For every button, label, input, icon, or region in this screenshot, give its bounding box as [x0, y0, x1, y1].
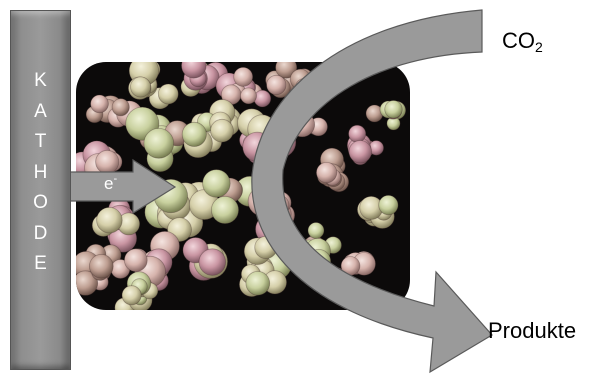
cell-bubble: [241, 88, 257, 104]
cathode-letter: H: [34, 158, 48, 189]
cell-bubble: [316, 162, 336, 182]
cathode-letter: O: [33, 188, 48, 219]
cathode-letter: T: [35, 127, 47, 158]
cell-bubble: [112, 99, 129, 116]
cell-bubble: [234, 67, 253, 86]
cell-bubble: [211, 119, 234, 142]
co2-subscript: 2: [535, 39, 543, 55]
cell-bubble: [267, 75, 286, 94]
cell-bubble: [144, 128, 174, 158]
cathode-electrode: K A T H O D E: [10, 10, 71, 370]
cathode-letter: E: [34, 249, 47, 280]
cell-bubble: [254, 90, 271, 107]
cell-bubble: [124, 249, 147, 272]
cell-bubble: [182, 54, 207, 79]
cathode-letter: A: [34, 97, 47, 128]
cell-bubble: [97, 207, 123, 233]
products-label: Produkte: [488, 318, 576, 344]
cell-bubble: [246, 271, 270, 295]
cell-bubble: [385, 101, 403, 119]
cell-bubble: [203, 170, 231, 198]
cell-bubble: [349, 125, 366, 142]
cell-bubble: [379, 195, 398, 214]
electron-charge: -: [113, 173, 117, 185]
cell-bubble: [89, 254, 113, 278]
cell-bubble: [91, 95, 109, 113]
co2-formula: CO: [502, 28, 535, 53]
cell-bubble: [131, 77, 151, 97]
electron-label: e-: [104, 173, 117, 194]
cathode-letter: K: [34, 66, 47, 97]
cell-bubble: [211, 196, 238, 223]
cell-bubble: [182, 122, 206, 146]
cell-bubble: [122, 286, 141, 305]
cathode-letter: D: [34, 219, 48, 250]
cell-bubble: [349, 141, 372, 164]
cathode-label: K A T H O D E: [10, 66, 71, 280]
cell-bubble: [308, 223, 324, 239]
cell-bubble: [158, 84, 178, 104]
cell-bubble: [96, 150, 119, 173]
cell-bubble: [199, 249, 226, 276]
co2-label: CO2: [502, 28, 543, 55]
